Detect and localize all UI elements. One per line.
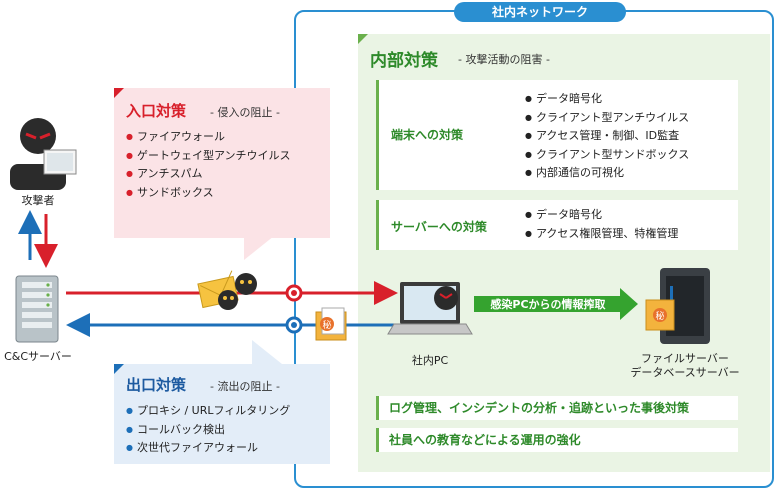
- panel-corner-marker: [358, 34, 368, 44]
- internal-measures-title: 内部対策: [370, 51, 438, 71]
- list-item: アクセス管理・制御、ID監査: [525, 127, 689, 146]
- exit-measures-subtitle: - 流出の阻止 -: [210, 380, 280, 393]
- endpoint-measures-list: データ暗号化 クライアント型アンチウイルス アクセス管理・制御、ID監査 クライ…: [525, 90, 689, 183]
- attacker-icon: [10, 118, 77, 190]
- operation-measures-bar: 社員への教育などによる運用の強化: [376, 428, 738, 452]
- list-item: データ暗号化: [525, 206, 678, 225]
- exit-callout-tail: [252, 340, 282, 364]
- post-incident-measures-bar: ログ管理、インシデントの分析・追跡といった事後対策: [376, 396, 738, 420]
- entry-callout-tail: [244, 236, 274, 260]
- list-item: クライアント型サンドボックス: [525, 146, 689, 165]
- exit-measures-list: プロキシ / URLフィルタリング コールバック検出 次世代ファイアウォール: [126, 402, 290, 458]
- list-item: プロキシ / URLフィルタリング: [126, 402, 290, 421]
- list-item: コールバック検出: [126, 421, 290, 440]
- list-item: ファイアウォール: [126, 128, 291, 147]
- internal-network-title: 社内ネットワーク: [454, 2, 626, 22]
- list-item: 次世代ファイアウォール: [126, 439, 290, 458]
- virus-icon: [218, 273, 257, 310]
- server-measures-list: データ暗号化 アクセス権限管理、特権管理: [525, 206, 678, 243]
- internal-pc-icon: [387, 282, 473, 335]
- server-measures-label: サーバーへの対策: [391, 220, 487, 234]
- exit-corner-marker: [114, 364, 124, 374]
- entry-corner-marker: [114, 88, 124, 98]
- list-item: アクセス権限管理、特権管理: [525, 225, 678, 244]
- exit-measures-title: 出口対策: [126, 376, 187, 394]
- list-item: 内部通信の可視化: [525, 164, 689, 183]
- file-server-label-2: データベースサーバー: [630, 366, 740, 379]
- list-item: アンチスパム: [126, 165, 291, 184]
- secret-mark-exfil: 秘: [322, 319, 331, 331]
- list-item: ゲートウェイ型アンチウイルス: [126, 147, 291, 166]
- internal-pc-label: 社内PC: [411, 354, 449, 367]
- list-item: データ暗号化: [525, 90, 689, 109]
- server-measures-box: サーバーへの対策 データ暗号化 アクセス権限管理、特権管理: [376, 200, 738, 250]
- file-server-icon: 秘: [645, 268, 710, 344]
- endpoint-measures-box: 端末への対策 データ暗号化 クライアント型アンチウイルス アクセス管理・制御、I…: [376, 80, 738, 190]
- theft-label: 感染PCからの情報搾取: [490, 297, 605, 311]
- cc-server-label: C&Cサーバー: [4, 350, 72, 363]
- list-item: サンドボックス: [126, 184, 291, 203]
- cc-server-icon: [15, 275, 59, 343]
- entry-measures-list: ファイアウォール ゲートウェイ型アンチウイルス アンチスパム サンドボックス: [126, 128, 291, 202]
- entry-measures-subtitle: - 侵入の阻止 -: [210, 106, 280, 119]
- secret-mark-server: 秘: [655, 310, 664, 322]
- list-item: クライアント型アンチウイルス: [525, 109, 689, 128]
- theft-arrow: [474, 288, 638, 320]
- entry-measures-title: 入口対策: [126, 102, 187, 120]
- secret-folder-icon: 秘: [315, 307, 347, 341]
- internal-measures-subtitle: - 攻撃活動の阻害 -: [458, 53, 550, 66]
- attacker-label: 攻撃者: [21, 194, 55, 207]
- file-server-label-1: ファイルサーバー: [641, 352, 729, 365]
- endpoint-measures-label: 端末への対策: [391, 128, 464, 142]
